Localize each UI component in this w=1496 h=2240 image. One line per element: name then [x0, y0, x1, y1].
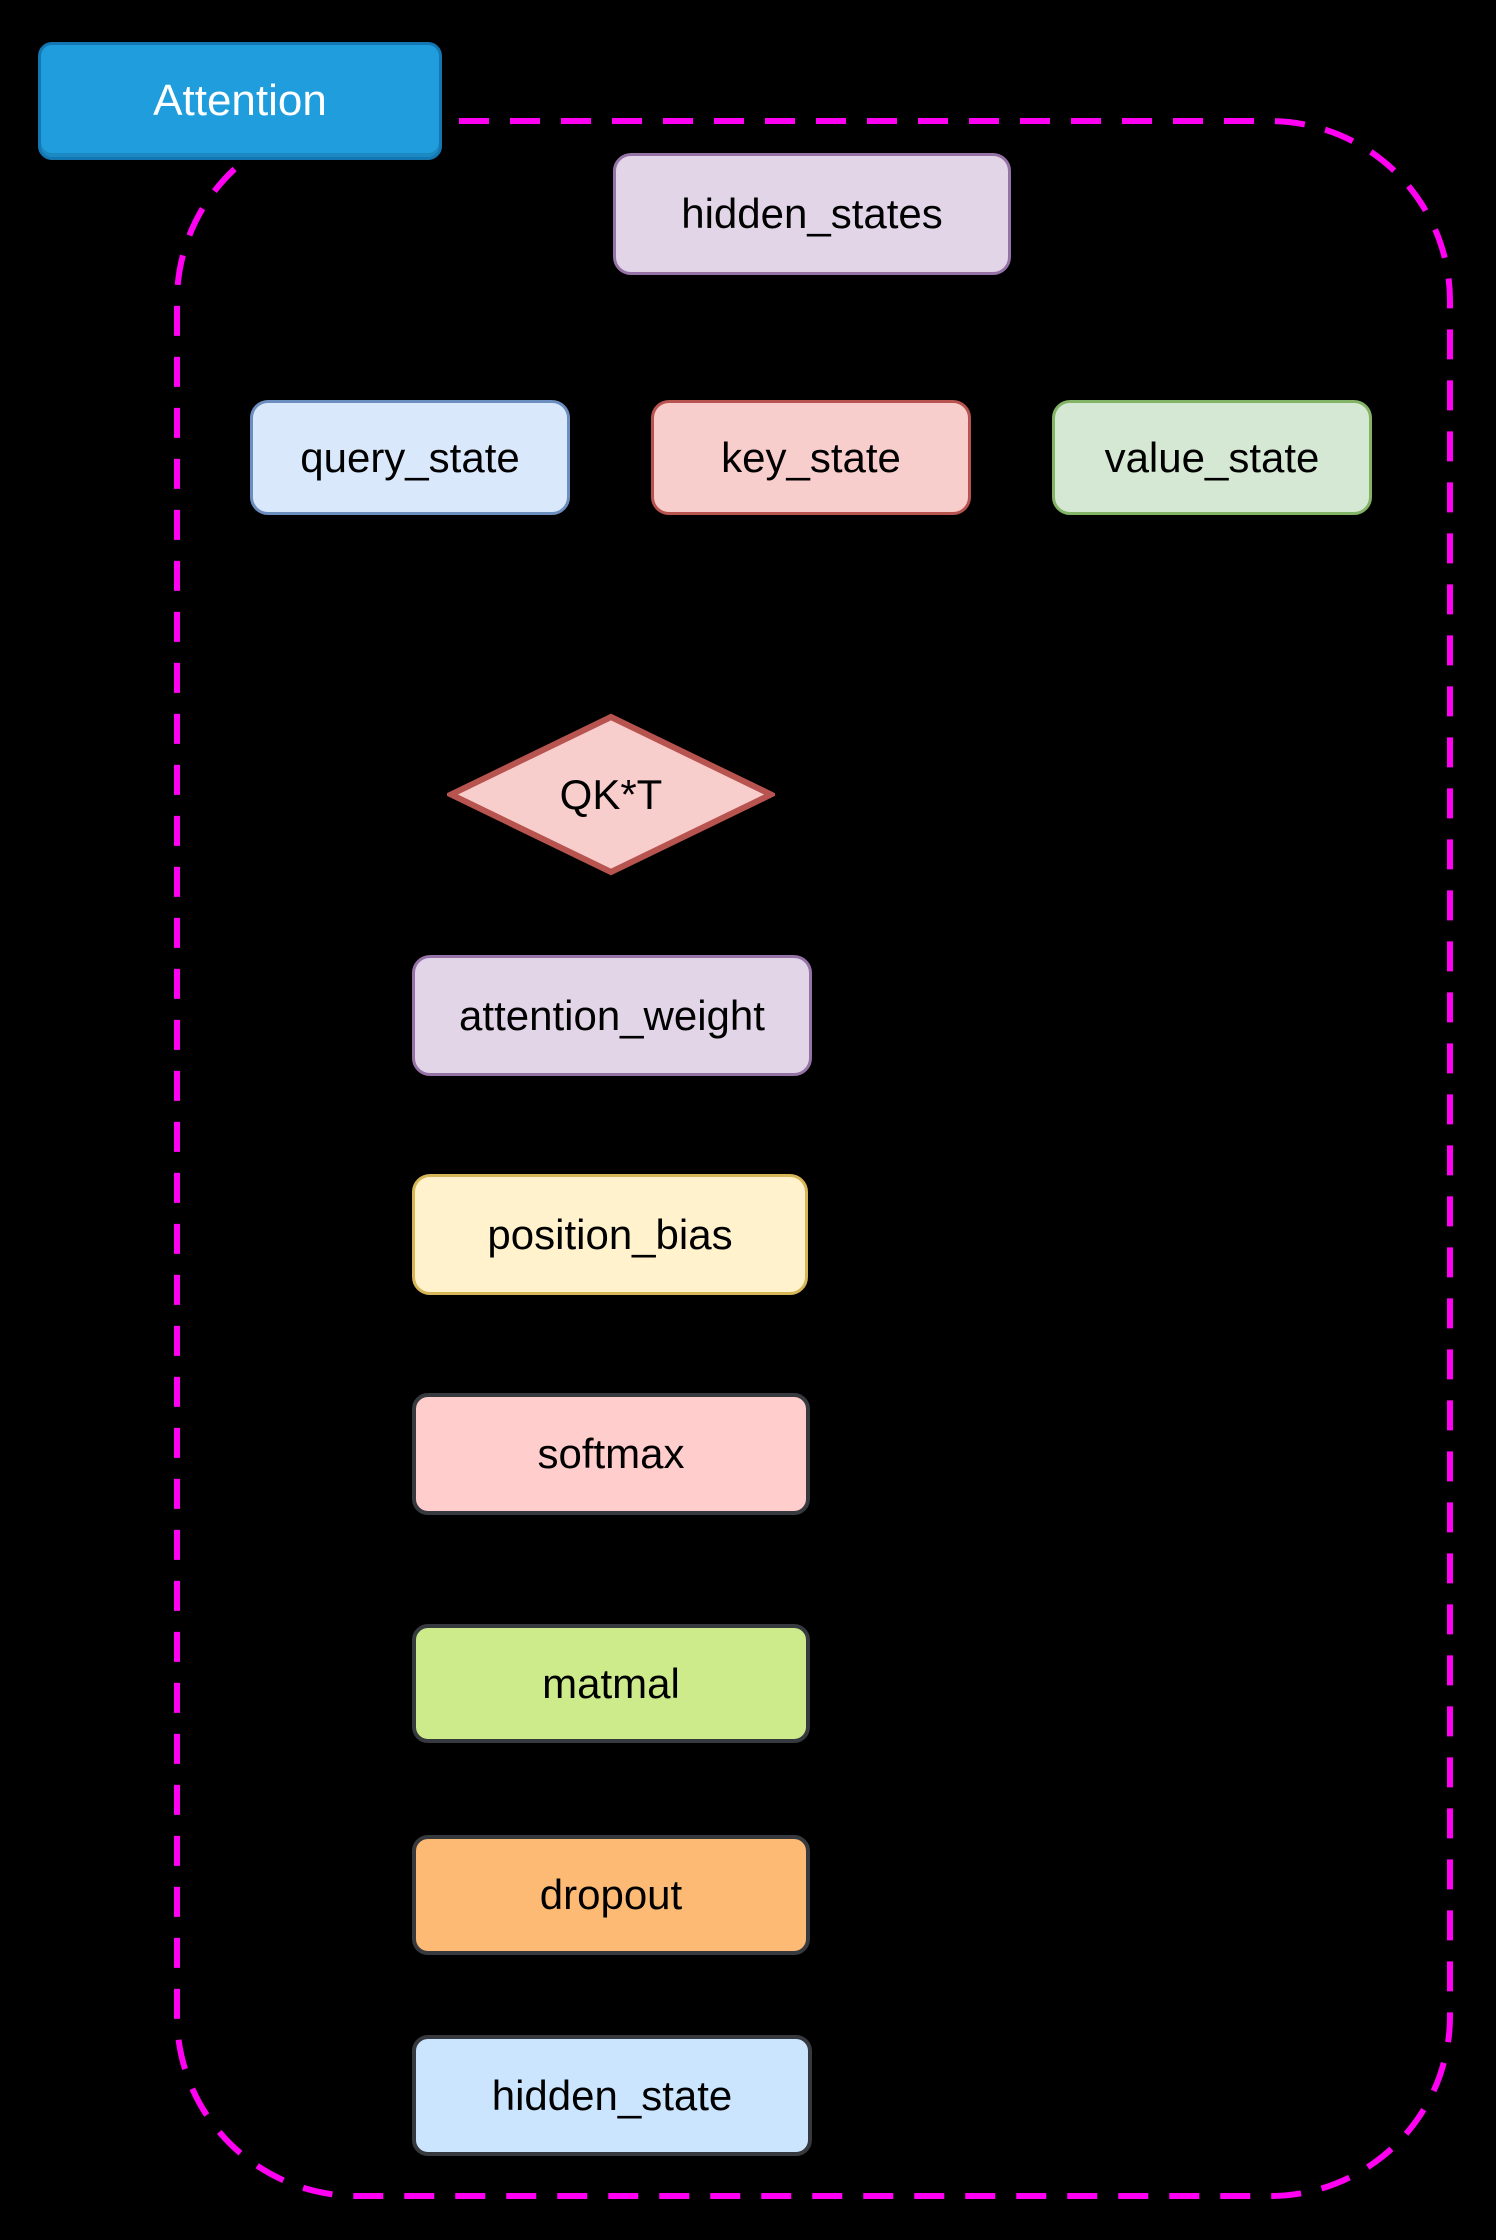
node-query-state-label: query_state	[300, 433, 520, 481]
node-qkt-label: QK*T	[559, 770, 663, 818]
node-dropout-label: dropout	[539, 1871, 683, 1918]
node-position-bias: position_bias	[412, 1174, 808, 1295]
node-key-state-label: key_state	[721, 433, 901, 481]
node-attention-weight-label: attention_weight	[459, 991, 765, 1039]
node-matmal-label: matmal	[542, 1659, 680, 1707]
node-value-state: value_state	[1052, 400, 1372, 515]
node-dropout: dropout	[412, 1835, 810, 1955]
node-attention-weight: attention_weight	[412, 955, 812, 1076]
node-key-state: key_state	[651, 400, 971, 515]
node-value-state-label: value_state	[1104, 433, 1320, 481]
node-hidden-states: hidden_states	[613, 153, 1011, 275]
node-softmax: softmax	[412, 1393, 810, 1515]
node-query-state: query_state	[250, 400, 570, 515]
node-hidden-state: hidden_state	[412, 2035, 812, 2156]
node-qkt-diamond: QK*T	[447, 713, 775, 876]
node-hidden-state-label: hidden_state	[491, 2071, 733, 2119]
node-attention-title-label: Attention	[153, 76, 327, 125]
qkt-diamond-shape	[447, 713, 775, 876]
node-position-bias-label: position_bias	[487, 1210, 733, 1258]
node-matmal: matmal	[412, 1624, 810, 1743]
dashed-border-rect	[174, 118, 1453, 2199]
node-hidden-states-label: hidden_states	[681, 190, 943, 237]
node-attention-title: Attention	[38, 42, 442, 160]
node-softmax-label: softmax	[537, 1430, 685, 1477]
